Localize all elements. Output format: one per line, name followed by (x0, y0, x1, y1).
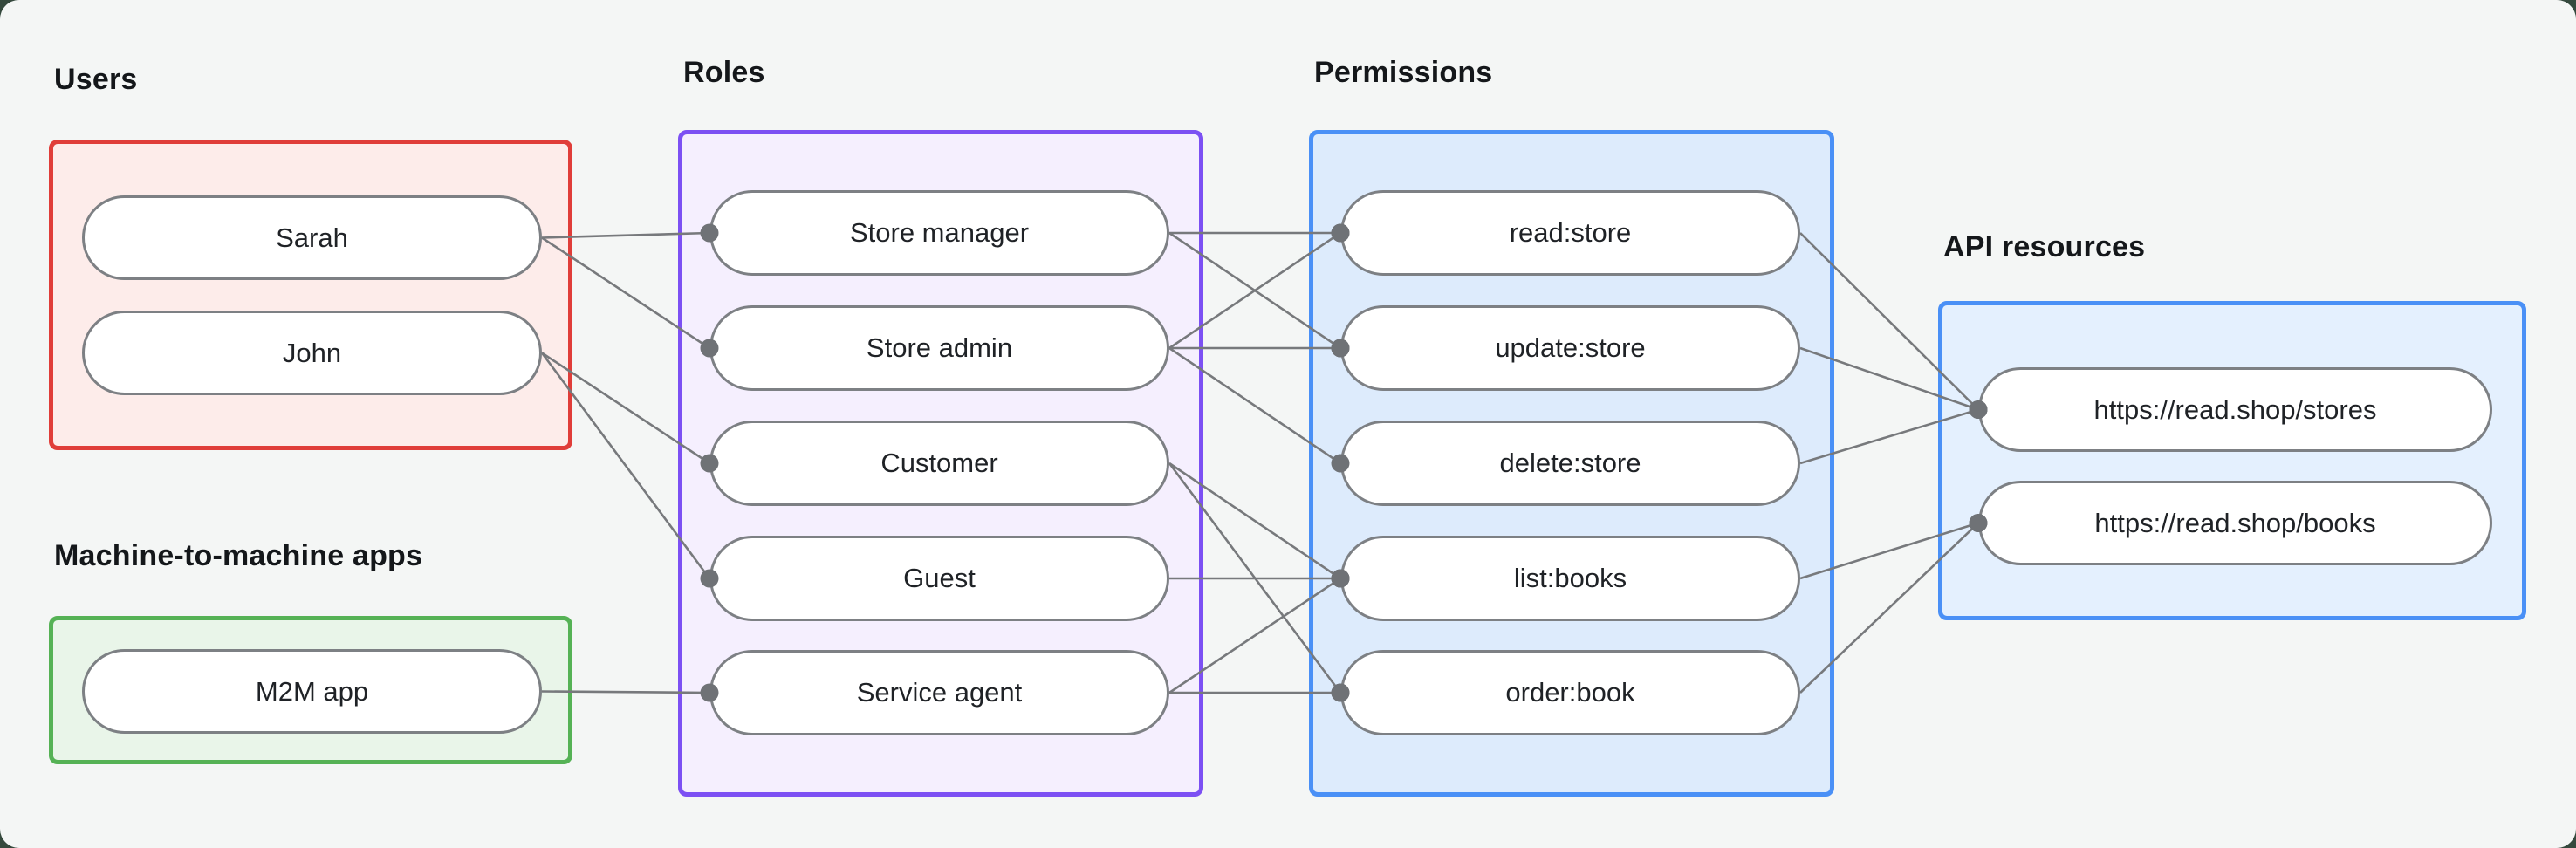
roles-group-label: Roles (683, 56, 765, 89)
node-label: order:book (1505, 677, 1635, 708)
node-sarah: Sarah (82, 195, 542, 280)
node-john: John (82, 311, 542, 395)
node-label: John (282, 337, 342, 368)
node-guest: Guest (709, 536, 1169, 621)
node-label: Store admin (866, 332, 1013, 363)
node-label: https://read.shop/books (2094, 507, 2376, 538)
m2m-apps-group-label: Machine-to-machine apps (54, 539, 423, 572)
node-label: Store manager (849, 217, 1030, 248)
users-group-label: Users (54, 63, 138, 96)
node-stores-api: https://read.shop/stores (1978, 367, 2492, 452)
node-books-api: https://read.shop/books (1978, 481, 2492, 565)
node-read-store: read:store (1340, 190, 1800, 276)
node-update-store: update:store (1340, 305, 1800, 391)
node-label: M2M app (255, 675, 369, 707)
node-store-admin: Store admin (709, 305, 1169, 391)
node-m2m-app: M2M app (82, 649, 542, 734)
node-label: read:store (1509, 217, 1632, 248)
node-label: Customer (880, 448, 998, 478)
node-label: Guest (903, 563, 976, 593)
api-resources-group-label: API resources (1943, 230, 2146, 263)
node-label: Sarah (276, 222, 348, 253)
permissions-group-label: Permissions (1314, 56, 1493, 89)
node-label: list:books (1513, 563, 1627, 593)
users-group-box (49, 140, 572, 450)
node-customer: Customer (709, 421, 1169, 506)
node-label: https://read.shop/stores (2093, 393, 2377, 425)
node-service-agent: Service agent (709, 650, 1169, 735)
node-order-book: order:book (1340, 650, 1800, 735)
api-resources-group-box (1938, 301, 2526, 620)
node-list-books: list:books (1340, 536, 1800, 621)
node-label: delete:store (1499, 448, 1641, 478)
node-delete-store: delete:store (1340, 421, 1800, 506)
node-store-manager: Store manager (709, 190, 1169, 276)
node-label: Service agent (856, 677, 1023, 708)
node-label: update:store (1495, 332, 1646, 363)
